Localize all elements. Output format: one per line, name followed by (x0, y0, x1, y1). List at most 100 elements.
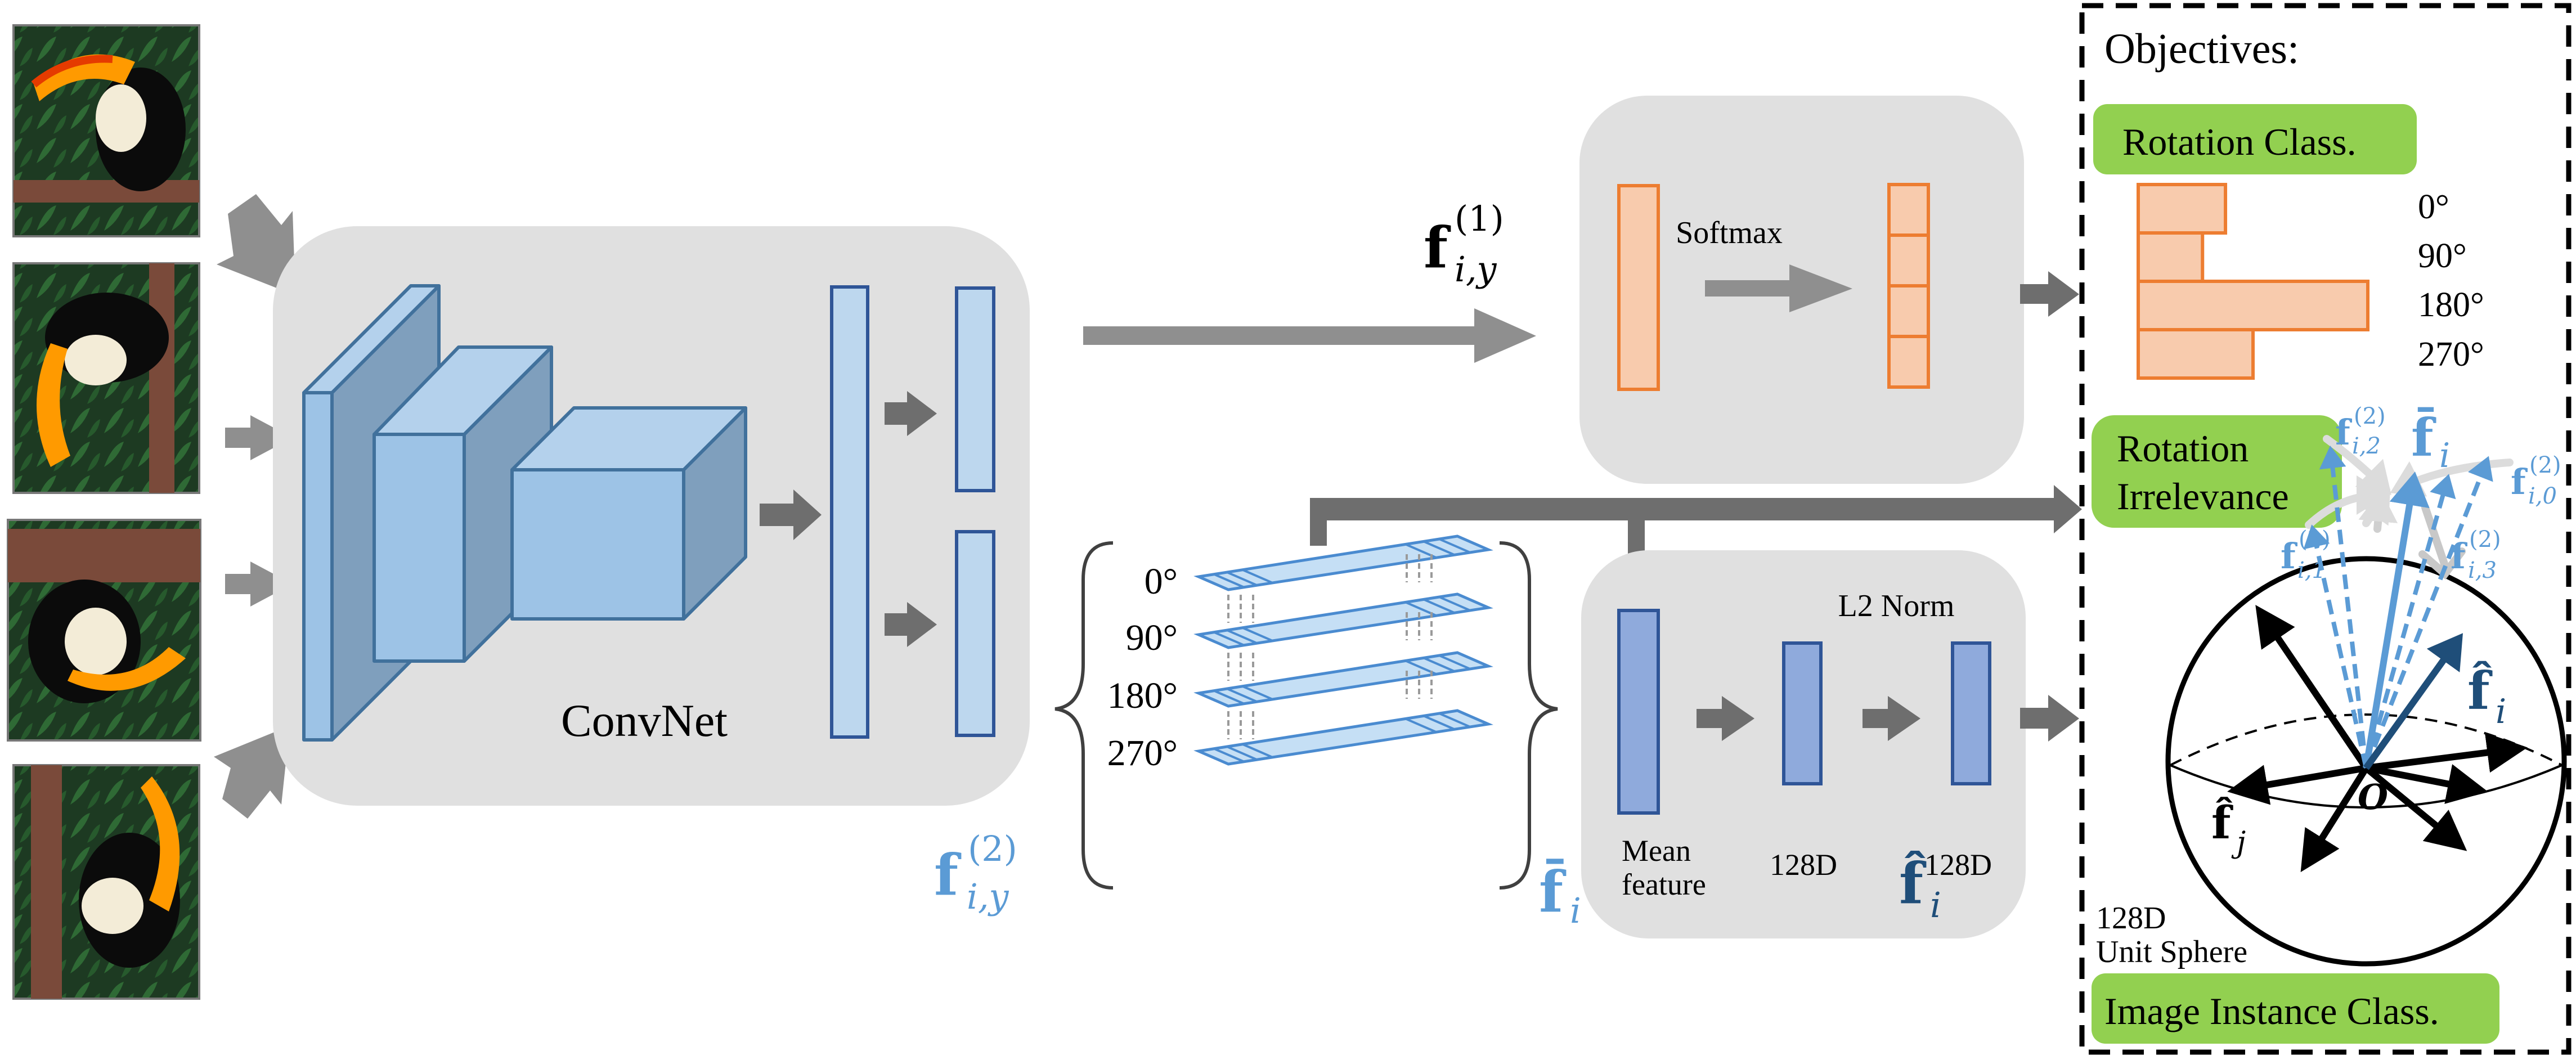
objectives-box (2079, 3, 2571, 1055)
projected-vector (1782, 641, 1823, 785)
softmax-label: Softmax (1676, 215, 1783, 250)
svg-text:f: f (2335, 412, 2352, 453)
input-image-2 (7, 519, 201, 742)
arrow-input-1 (225, 415, 293, 460)
rotated-feature-stack (1193, 535, 1493, 766)
svg-text:90°: 90° (1126, 617, 1178, 658)
dim-label-1: 128D (1770, 848, 1837, 882)
arrow-input-2 (225, 562, 293, 607)
svg-text:f̄: f̄ (2411, 407, 2436, 468)
conv-block-2 (373, 345, 553, 663)
svg-text:j: j (2231, 826, 2246, 860)
arrow-fc-to-head-2 (885, 602, 937, 647)
rotation-prob-bar (2137, 231, 2205, 283)
rotation-prob-bar (2137, 183, 2228, 235)
l2norm-label: L2 Norm (1838, 589, 1955, 623)
rotation-prob-bar (2137, 280, 2369, 331)
svg-text:f̂: f̂ (2211, 796, 2233, 849)
rotated-feature-vectors (2303, 446, 2493, 769)
svg-text:0°: 0° (2418, 188, 2449, 226)
arrow-mean-to-128d (1697, 696, 1754, 741)
rotation-irrelevance-badge (2092, 415, 2342, 528)
svg-text:f: f (2281, 536, 2297, 577)
svg-text:Rotation: Rotation (2117, 427, 2249, 470)
origin-label: O (2358, 776, 2388, 818)
svg-text:f̄: f̄ (1539, 859, 1567, 925)
svg-text:i,y: i,y (967, 876, 1009, 917)
rotation-class-labels: 0° 90° 180° 270° (2418, 188, 2484, 374)
arrow-softmax (1705, 264, 1852, 312)
svg-text:(2): (2) (2299, 527, 2331, 553)
label-f-i0: f (2) i,0 (2511, 452, 2561, 509)
normalized-vector (1951, 641, 1991, 785)
label-fbar: f̄ i (2411, 407, 2450, 475)
arrow-input-3 (214, 726, 290, 819)
connector-irrelevance (1310, 485, 2082, 546)
svg-text:i: i (1930, 884, 1941, 926)
label-f-i2: f (2) i,2 (2335, 403, 2386, 459)
sphere-label: 128D Unit Sphere (2096, 901, 2247, 969)
svg-text:i,0: i,0 (2528, 483, 2557, 509)
svg-text:(2): (2) (968, 828, 1017, 869)
svg-text:(2): (2) (2354, 403, 2386, 429)
logit-vector (1617, 184, 1660, 391)
arrow-fc-to-head-1 (885, 391, 937, 436)
arrow-conv-to-fc (760, 489, 822, 540)
svg-text:i,y: i,y (1455, 249, 1497, 290)
svg-text:f̂: f̂ (1899, 850, 1927, 917)
objectives-title: Objectives: (2104, 25, 2299, 73)
rotated-feature-slab (1193, 709, 1493, 766)
svg-text:i,3: i,3 (2468, 558, 2497, 583)
svg-text:f: f (2511, 461, 2528, 502)
svg-text:270°: 270° (2418, 335, 2484, 374)
label-f-i1: f (2) i,1 (2281, 527, 2331, 583)
arrow-to-sphere (2020, 695, 2079, 742)
svg-text:f: f (2451, 536, 2467, 577)
svg-text:180°: 180° (2418, 286, 2484, 324)
svg-text:i: i (2439, 436, 2450, 475)
label-fhat-j: f̂ j (2211, 796, 2246, 860)
mean-feature-label: Mean feature (1622, 834, 1706, 901)
f2-label: f (2) i,y (934, 828, 1017, 917)
fhat-vector (2363, 633, 2463, 770)
mean-feature-vector (1617, 609, 1660, 815)
rotated-feature-slab (1193, 592, 1493, 649)
image-instance-class-badge (2092, 973, 2499, 1044)
svg-text:Irrelevance: Irrelevance (2117, 475, 2289, 518)
input-image-3 (12, 764, 200, 1000)
arrow-input-0 (217, 194, 295, 295)
rotation-class-badge (2093, 104, 2417, 174)
input-image-1 (12, 262, 200, 494)
arrow-f1 (1083, 308, 1536, 363)
rotation-prob-bar (2137, 328, 2255, 380)
fbar-label: f̄ i (1539, 859, 1581, 931)
right-brace (1499, 541, 1558, 890)
rotated-feature-slab (1193, 651, 1493, 708)
svg-text:0°: 0° (1145, 561, 1178, 602)
rotation-class-histogram (2137, 183, 2369, 380)
svg-text:Unit Sphere: Unit Sphere (2096, 935, 2247, 969)
rotated-feature-slab (1193, 535, 1493, 591)
rotation-irrelevance-label: Rotation Irrelevance (2117, 427, 2289, 518)
head-instance (955, 530, 995, 737)
svg-text:i: i (1570, 890, 1581, 931)
svg-text:f: f (1424, 214, 1451, 281)
svg-text:128D: 128D (2096, 901, 2166, 936)
dim-label-2: 128D (1924, 848, 1992, 882)
input-image-0 (12, 24, 200, 237)
svg-text:(1): (1) (1455, 198, 1504, 239)
svg-text:(2): (2) (2529, 452, 2561, 478)
instance-vectors (2227, 605, 2528, 873)
label-f-i3: f (2) i,3 (2451, 527, 2501, 583)
svg-text:feature: feature (1622, 868, 1706, 901)
arrow-l2norm (1863, 696, 1920, 741)
svg-text:f̂: f̂ (2467, 661, 2493, 721)
rotation-labels: 0° 90° 180° 270° (1107, 561, 1178, 774)
svg-text:Mean: Mean (1622, 834, 1691, 868)
prob-vector (1887, 183, 1930, 389)
label-fhat-i: f̂ i (2467, 661, 2506, 731)
fc-layer (830, 285, 869, 739)
arrow-to-rotation-class (2020, 271, 2079, 317)
input-arrows (214, 194, 295, 819)
